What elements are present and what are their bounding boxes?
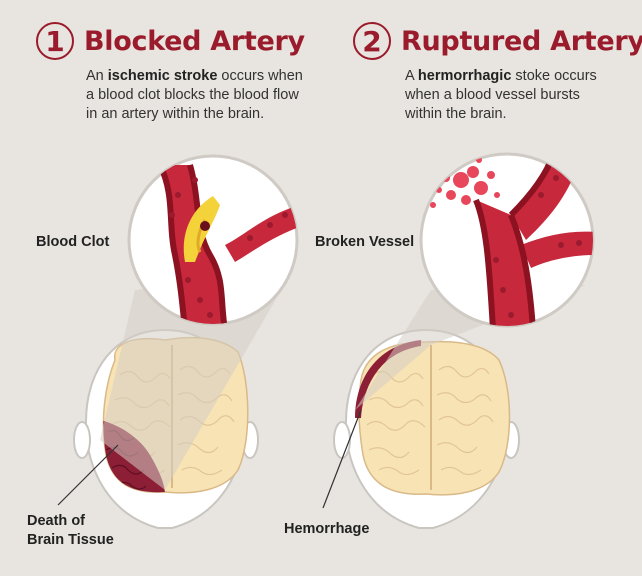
hemorrhage-pointer [322, 409, 362, 509]
panel-1-number-badge: 1 [36, 22, 74, 60]
panel-2-desc-line2: when a blood vessel bursts [405, 87, 580, 103]
panel-1-heading: 1 Blocked Artery [36, 22, 305, 60]
death-label-line2: Brain Tissue [27, 532, 114, 548]
panel-1-desc-bold: ischemic stroke [107, 68, 218, 84]
panel-2-desc-line1: stoke occurs [511, 68, 597, 84]
death-of-brain-tissue-label: Death of Brain Tissue [27, 512, 114, 550]
panel-2-description: A hermorrhagic stoke occurs when a blood… [405, 67, 597, 124]
panel-2-title: Ruptured Artery [401, 25, 642, 57]
magnified-blocked-artery [127, 154, 299, 326]
panel-1-desc-line2: a blood clot blocks the blood flow [86, 87, 299, 103]
hemorrhage-label: Hemorrhage [284, 521, 370, 537]
blood-clot-label: Blood Clot [36, 234, 110, 250]
ruptured-artery-illustration [322, 152, 595, 529]
panel-1-title: Blocked Artery [84, 25, 305, 57]
hemorrhage-region [355, 340, 421, 418]
panel-1-desc-line1: occurs when [217, 68, 303, 84]
broken-vessel-label: Broken Vessel [315, 234, 415, 250]
blocked-artery-illustration [57, 154, 299, 529]
panel-1-desc-line3: in an artery within the brain. [86, 106, 265, 122]
dead-tissue-pointer [57, 444, 119, 506]
panel-1-description: An ischemic stroke occurs when a blood c… [86, 67, 303, 124]
blocked-artery-panel: 1 Blocked Artery An ischemic stroke occu… [27, 22, 305, 550]
magnifier-cone [100, 275, 290, 490]
ruptured-artery-panel: 2 Ruptured Artery A hermorrhagic stoke o… [284, 0, 642, 576]
panel-2-number-badge: 2 [353, 22, 391, 60]
death-label-line1: Death of [27, 513, 85, 529]
panel-2-desc-bold: hermorrhagic [417, 68, 512, 84]
magnified-ruptured-artery [419, 152, 595, 328]
panel-1-desc-prefix: An [86, 68, 108, 84]
panel-2-desc-prefix: A [405, 68, 418, 84]
panel-2-heading: 2 Ruptured Artery [353, 22, 642, 60]
panel-2-desc-line3: within the brain. [405, 106, 507, 122]
